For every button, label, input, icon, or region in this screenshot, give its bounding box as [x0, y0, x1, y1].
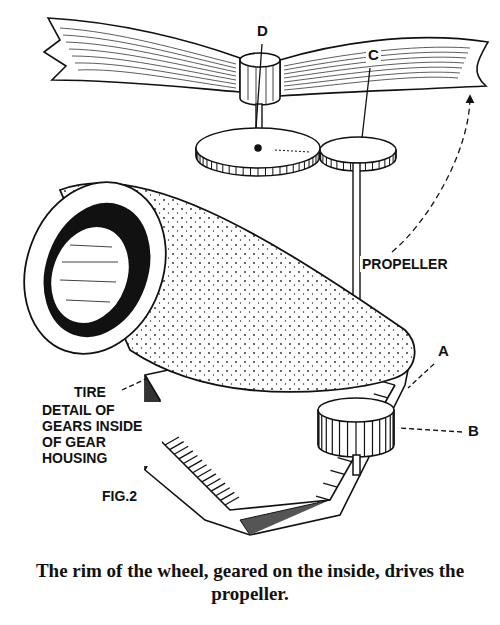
part-name: TIRE	[72, 384, 108, 400]
part-letter: A	[436, 342, 451, 359]
part-letter: B	[466, 422, 481, 439]
part-name: PROPELLER	[360, 256, 450, 272]
part-letter: D	[255, 22, 270, 39]
figure-note: DETAIL OF GEARS INSIDE OF GEAR HOUSING	[40, 402, 162, 466]
internal-gear-teeth	[165, 381, 395, 505]
gear-d	[196, 128, 320, 176]
leader-lines	[122, 44, 470, 432]
gear-b	[318, 398, 394, 475]
tire	[1, 162, 415, 392]
figure-number: FIG.2	[100, 488, 139, 504]
part-letter: C	[366, 46, 381, 63]
figure-caption: The rim of the wheel, geared on the insi…	[30, 560, 470, 606]
